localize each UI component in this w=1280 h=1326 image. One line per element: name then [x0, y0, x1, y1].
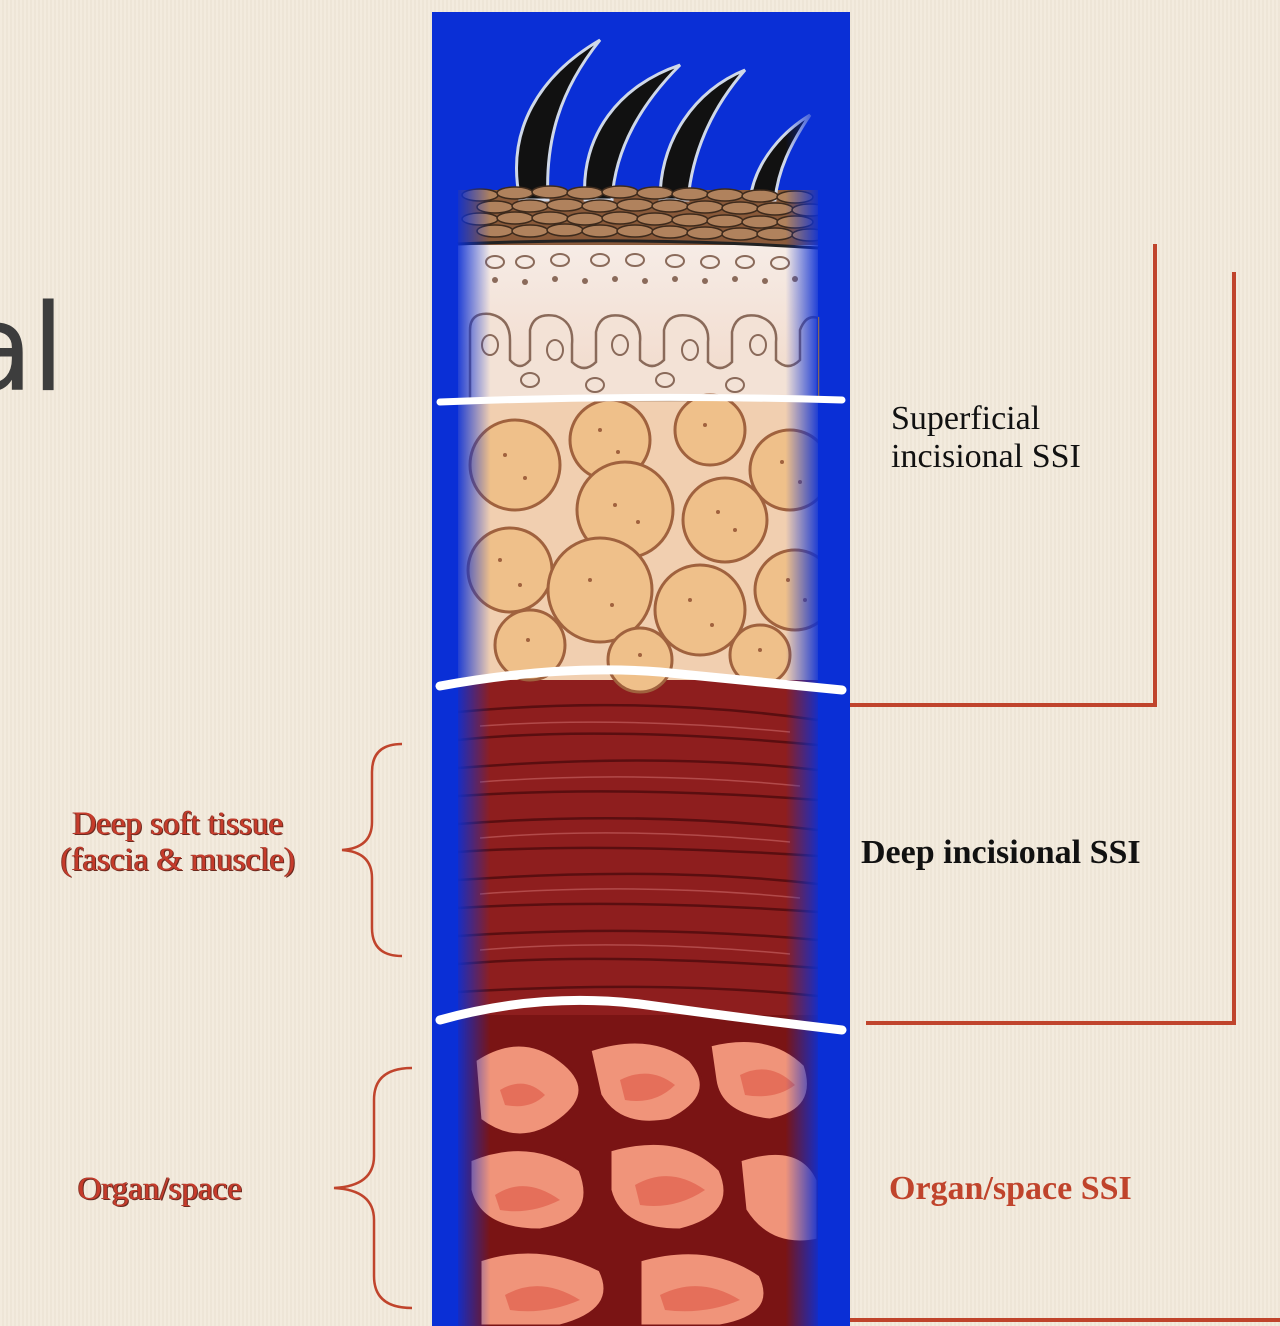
- deep-soft-tissue-line-2: (fascia & muscle): [10, 842, 346, 878]
- deep-ssi-bracket: [866, 272, 1234, 1023]
- superficial-incisional-ssi-label: Superficial incisional SSI: [891, 400, 1081, 476]
- superficial-label-line-2: incisional SSI: [891, 438, 1081, 476]
- superficial-label-line-1: Superficial: [891, 400, 1081, 438]
- deep-incisional-ssi-label: Deep incisional SSI: [861, 834, 1141, 872]
- deep-soft-tissue-brace: [342, 744, 402, 956]
- deep-soft-tissue-line-1: Deep soft tissue: [10, 806, 346, 842]
- organ-space-label: Organ/space: [40, 1171, 280, 1207]
- organ-space-ssi-label: Organ/space SSI: [889, 1170, 1132, 1208]
- organ-space-brace: [334, 1068, 412, 1308]
- deep-soft-tissue-label: Deep soft tissue (fascia & muscle): [10, 806, 346, 878]
